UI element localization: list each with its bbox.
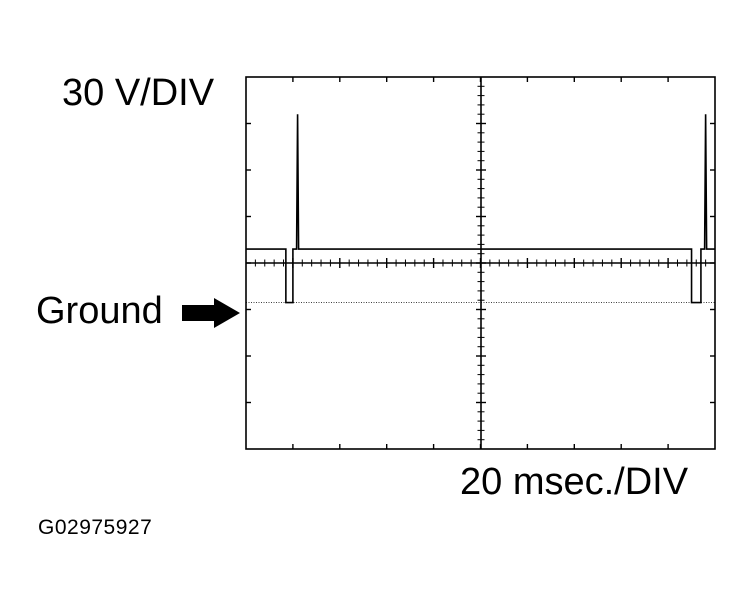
time-scale-label: 20 msec./DIV bbox=[460, 461, 689, 503]
waveform-trace bbox=[246, 114, 715, 304]
right-arrow-icon bbox=[182, 298, 240, 328]
ground-label: Ground bbox=[36, 290, 163, 332]
voltage-scale-label: 30 V/DIV bbox=[62, 72, 215, 114]
figure-id: G02975927 bbox=[38, 516, 153, 539]
